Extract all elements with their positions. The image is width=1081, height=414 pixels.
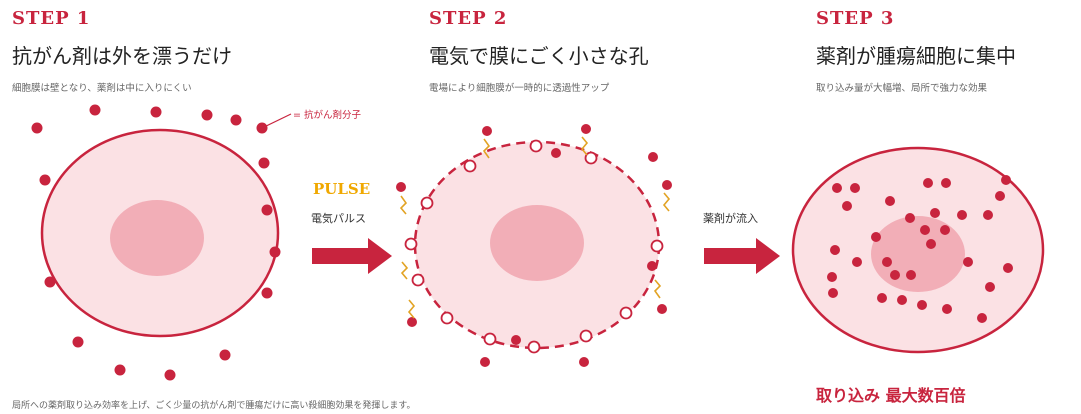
step3-label: STEP 3	[816, 8, 895, 29]
drug-molecules-step1	[31, 104, 281, 381]
nucleus-step1	[110, 200, 204, 276]
pulse-label: PULSE	[313, 180, 371, 198]
step3-title: 薬剤が腫瘍細胞に集中	[816, 44, 1016, 68]
step1-subtitle: 細胞膜は壁となり、薬剤は中に入りにくい	[12, 83, 192, 94]
drug-molecules-step3	[827, 175, 1013, 323]
electric-spark-marks	[399, 136, 671, 319]
arrow-step1-to-step2	[312, 238, 392, 274]
step2-subtitle: 電場により細胞膜が一時的に透過性アップ	[429, 83, 610, 94]
step1-label: STEP 1	[12, 8, 91, 29]
electric-pulse-label: 電気パルス	[311, 212, 366, 225]
legend-leader-line	[261, 113, 292, 129]
drug-molecule-legend: = 抗がん剤分子	[293, 110, 361, 121]
step2-title: 電気で膜にごく小さな孔	[429, 44, 649, 68]
arrow-step2-to-step3	[704, 238, 780, 274]
drug-inflow-label: 薬剤が流入	[703, 212, 758, 225]
nucleus-step2	[490, 205, 584, 281]
step2-label: STEP 2	[429, 8, 508, 29]
drug-molecules-step2	[396, 124, 672, 367]
membrane-pores	[404, 139, 664, 354]
nucleus-step3	[871, 216, 965, 292]
step1-title: 抗がん剤は外を漂うだけ	[12, 44, 232, 68]
footer-note: 局所への薬剤取り込み効率を上げ、ごく少量の抗がん剤で腫瘍だけに高い殺細胞効果を発…	[12, 401, 416, 411]
step3-subtitle: 取り込み量が大幅増、局所で強力な効果	[816, 83, 988, 94]
uptake-result: 取り込み 最大数百倍	[816, 386, 966, 405]
